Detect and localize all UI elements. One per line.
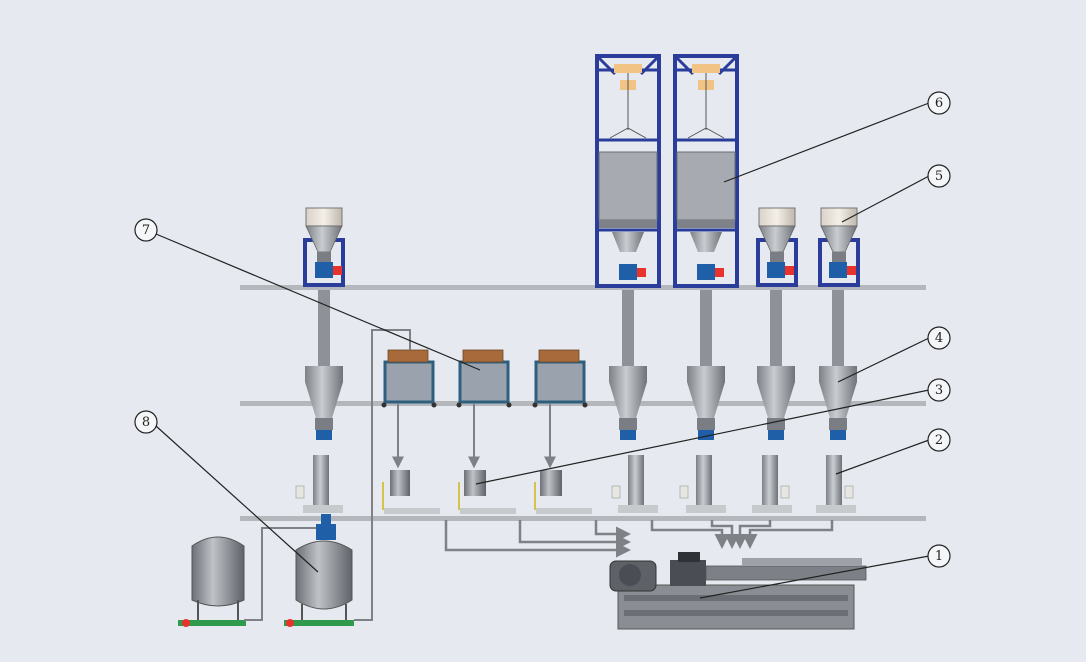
floor-bottom [240,516,926,521]
feeder-units [305,366,857,440]
liquid-tanks [381,349,588,408]
big-bag-station-2 [673,54,739,288]
mixing-tank [284,514,354,627]
liquid-supply-pipe [354,329,411,621]
callout-6: 6 [927,91,951,115]
top-hopper-right-1 [756,207,798,287]
callout-8: 8 [134,410,158,434]
svg-text:6: 6 [935,96,943,111]
liquid-tank-1 [381,349,437,408]
callout-2: 2 [927,428,951,452]
svg-text:4: 4 [935,331,943,346]
feeder-5 [819,366,857,440]
top-hopper-left [303,207,345,287]
callout-5: 5 [927,164,951,188]
conveying-pipes [318,290,844,366]
metering-screws [295,455,856,513]
svg-text:2: 2 [935,433,943,448]
liquid-tank-2 [456,349,512,408]
callout-1: 1 [927,544,951,568]
big-bag-station-1 [595,54,661,288]
premix-tanks [178,329,411,627]
svg-text:1: 1 [935,549,943,564]
storage-tank [178,536,246,627]
floor-top [240,285,926,290]
leader-lines [155,102,930,599]
liquid-pumps [382,470,592,514]
feeder-4 [757,366,795,440]
extruder [609,552,867,630]
feeder-1 [305,366,343,440]
svg-text:8: 8 [142,415,150,430]
callout-7: 7 [134,218,158,242]
feeder-3 [687,366,725,440]
liquid-tank-3 [532,349,588,408]
svg-text:3: 3 [935,383,943,398]
flow-lines [444,520,834,558]
svg-text:7: 7 [142,223,150,238]
svg-text:5: 5 [935,169,943,184]
liquid-drop-lines [392,404,556,469]
callout-4: 4 [927,326,951,350]
tank-transfer-pipe [244,527,316,621]
callouts: 1 2 3 4 5 6 7 8 [134,91,951,568]
top-hopper-right-2 [818,207,860,287]
feeder-2 [609,366,647,440]
callout-3: 3 [927,378,951,402]
